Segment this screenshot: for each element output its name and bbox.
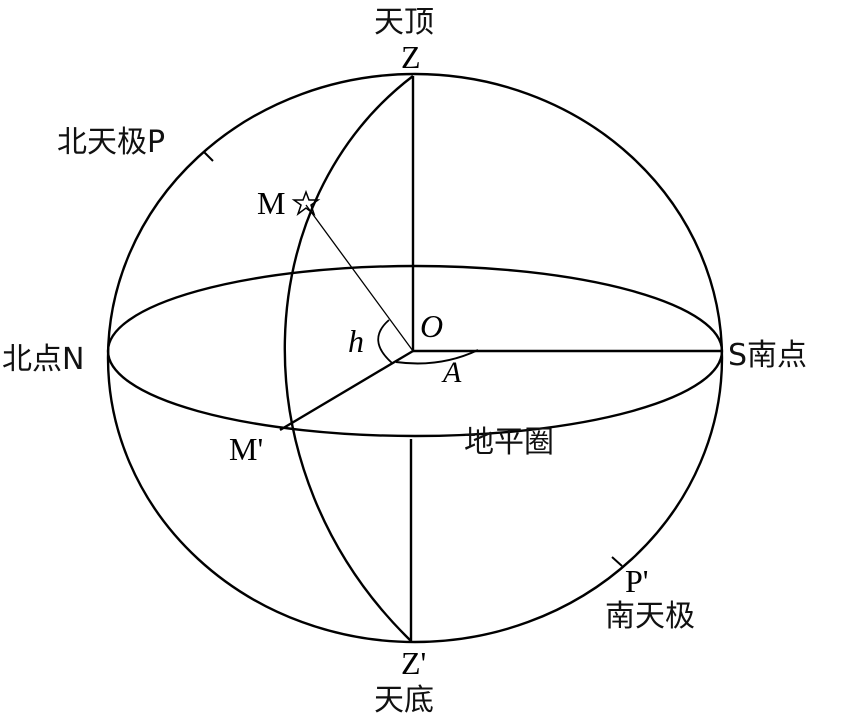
north-pole-tick <box>203 151 214 162</box>
azimuth-label: A <box>441 356 462 389</box>
nadir-label: Z' <box>401 645 426 681</box>
star-icon <box>291 189 321 217</box>
north-pole-label: 北天极P <box>57 125 165 160</box>
south-pole-tick <box>611 556 623 567</box>
zenith-label: Z <box>401 39 421 75</box>
south-pole-cn-label: 南天极 <box>605 599 695 634</box>
vertical-circle-arc <box>283 75 414 642</box>
altitude-label: h <box>348 323 364 359</box>
celestial-sphere-circle <box>106 72 724 644</box>
star-radius <box>305 204 414 352</box>
nadir-cn-label: 天底 <box>374 683 434 718</box>
star-projection-label: M' <box>229 431 263 467</box>
altitude-angle-arc <box>377 319 393 364</box>
south-pole-letter-label: P' <box>625 563 649 599</box>
star-label: M <box>257 185 285 221</box>
azimuth-angle-arc <box>395 349 479 365</box>
south-point-label: S南点 <box>728 338 807 373</box>
center-label: O <box>420 308 443 344</box>
north-point-label: 北点N <box>2 342 84 377</box>
projection-radius <box>279 349 414 432</box>
horizon-label: 地平圈 <box>464 425 554 460</box>
zenith-cn-label: 天顶 <box>374 5 434 40</box>
